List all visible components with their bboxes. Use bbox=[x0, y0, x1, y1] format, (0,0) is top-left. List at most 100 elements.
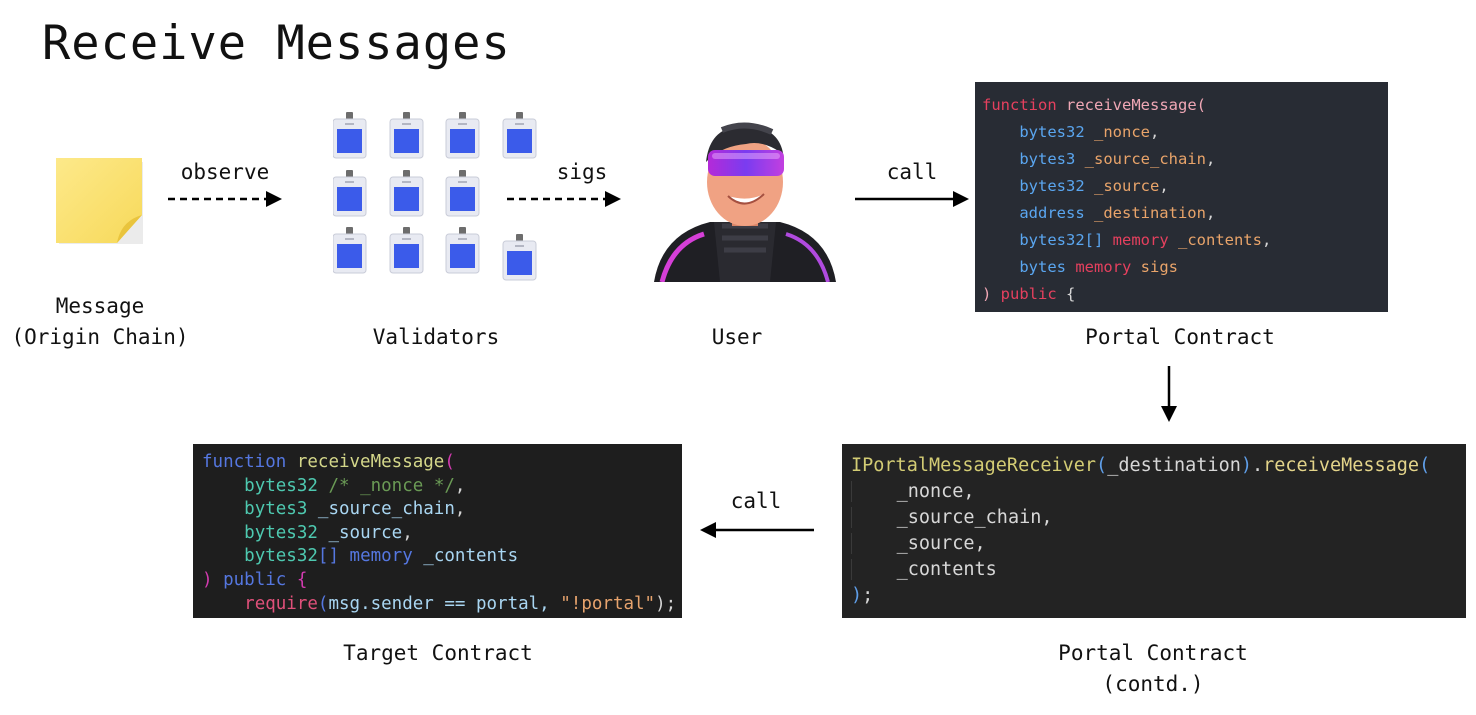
call-edge-label-1: call bbox=[886, 160, 938, 184]
sticky-note-icon bbox=[55, 157, 145, 245]
code-token: , bbox=[1261, 231, 1272, 249]
validators-label: Validators bbox=[372, 325, 500, 349]
code-token: ) bbox=[1240, 455, 1252, 476]
code-line: bytes memory sigs bbox=[982, 254, 1388, 281]
code-token: , bbox=[454, 475, 466, 496]
code-token: ) bbox=[851, 585, 863, 606]
code-line: bytes32 _source, bbox=[982, 173, 1388, 200]
call-arrow-2 bbox=[700, 522, 814, 538]
code-token: memory bbox=[339, 546, 413, 567]
code-token: ( bbox=[1096, 455, 1108, 476]
indent-guide bbox=[851, 507, 852, 528]
code-line: ); bbox=[851, 583, 1466, 609]
code-token: _source_chain bbox=[1075, 150, 1206, 168]
code-line: _nonce, bbox=[851, 479, 1466, 505]
code-line: bytes32[] memory _contents, bbox=[982, 227, 1388, 254]
observe-edge-label: observe bbox=[180, 160, 270, 184]
portal-contract-label: Portal Contract bbox=[1085, 325, 1275, 349]
code-line: bytes3 _source_chain, bbox=[982, 146, 1388, 173]
portal-contract-contd-label: Portal Contract (contd.) bbox=[1058, 641, 1248, 696]
code-token: . bbox=[1251, 455, 1264, 476]
code-token: public bbox=[1000, 285, 1057, 303]
message-label: Message (Origin Chain) bbox=[11, 294, 189, 349]
code-token: sigs bbox=[1131, 258, 1178, 276]
sigs-edge-label: sigs bbox=[556, 160, 608, 184]
code-token: function bbox=[982, 96, 1057, 114]
call-edge-label-2: call bbox=[730, 489, 782, 513]
code-token: ( bbox=[1419, 455, 1431, 476]
call-arrow-1 bbox=[855, 191, 969, 207]
code-token: require bbox=[244, 593, 318, 614]
indent-guide bbox=[851, 559, 852, 580]
code-token: ( bbox=[317, 593, 329, 614]
code-token: /* _nonce */ bbox=[317, 475, 455, 496]
code-token: IPortalMessageReceiver bbox=[851, 455, 1097, 476]
user-label: User bbox=[711, 325, 763, 349]
code-token: { bbox=[286, 569, 308, 590]
code-line: require(msg.sender == portal, "!portal")… bbox=[202, 593, 682, 617]
observe-arrow bbox=[168, 191, 282, 207]
code-token: bytes32 bbox=[1019, 123, 1085, 141]
code-line: bytes32[] memory _contents bbox=[202, 545, 682, 569]
code-token: _source_chain bbox=[307, 499, 455, 520]
portal-contract-contd-code: IPortalMessageReceiver(_destination).rec… bbox=[842, 444, 1466, 618]
down-arrow bbox=[1161, 366, 1177, 422]
code-token: ) bbox=[202, 569, 213, 590]
code-token: bytes32 bbox=[244, 475, 318, 496]
code-token: bytes32[] bbox=[1019, 231, 1104, 249]
code-token: receiveMessage bbox=[286, 452, 445, 472]
code-token: public bbox=[212, 569, 287, 590]
code-line: function receiveMessage( bbox=[982, 92, 1388, 119]
code-line: IPortalMessageReceiver(_destination).rec… bbox=[851, 453, 1466, 479]
code-line: function receiveMessage( bbox=[202, 451, 682, 475]
code-token: _source, bbox=[896, 533, 986, 554]
code-token: ( bbox=[444, 452, 455, 472]
target-contract-label: Target Contract bbox=[343, 641, 533, 665]
code-token: _source bbox=[317, 522, 403, 543]
code-token: , bbox=[1149, 123, 1160, 141]
code-token: _source bbox=[1084, 177, 1160, 195]
code-line: _source, bbox=[851, 531, 1466, 557]
code-token: ; bbox=[862, 585, 874, 606]
code-token: , bbox=[454, 499, 466, 520]
code-line: bytes32 /* _nonce */, bbox=[202, 475, 682, 499]
code-token: memory bbox=[1066, 258, 1132, 276]
indent-guide bbox=[851, 533, 852, 554]
code-token: address bbox=[1019, 204, 1085, 222]
code-token: , bbox=[402, 522, 413, 543]
code-token: bytes32 bbox=[244, 546, 318, 567]
code-line: bytes32 _source, bbox=[202, 522, 682, 546]
code-line: address _destination, bbox=[982, 200, 1388, 227]
target-contract-code: function receiveMessage( bytes32 /* _non… bbox=[193, 444, 682, 618]
code-line: _source_chain, bbox=[851, 505, 1466, 531]
code-token: , bbox=[1159, 177, 1169, 195]
code-line: ) public { bbox=[982, 281, 1388, 308]
code-token: _nonce, bbox=[896, 481, 975, 502]
code-token: ) bbox=[982, 285, 1001, 303]
code-token: _contents bbox=[1168, 231, 1262, 249]
indent-guide bbox=[851, 481, 852, 502]
code-token: _destination bbox=[1107, 455, 1241, 476]
code-token: "!portal" bbox=[560, 593, 656, 614]
portal-contract-code: function receiveMessage( bytes32 _nonce,… bbox=[975, 82, 1388, 312]
code-token: ); bbox=[655, 593, 677, 614]
code-token: bytes32 bbox=[1019, 177, 1085, 195]
code-token: _contents bbox=[896, 559, 997, 580]
code-token: bytes3 bbox=[244, 499, 308, 520]
code-token: bytes32 bbox=[244, 522, 318, 543]
page-title: Receive Messages bbox=[42, 16, 511, 71]
code-token: memory bbox=[1103, 231, 1169, 249]
code-line: ) public { bbox=[202, 569, 682, 593]
code-line: _contents bbox=[851, 557, 1466, 583]
code-token: ( bbox=[1196, 96, 1206, 114]
code-line: bytes32 _nonce, bbox=[982, 119, 1388, 146]
code-token: receiveMessage bbox=[1263, 455, 1420, 476]
code-token: _source_chain, bbox=[896, 507, 1053, 528]
code-token: _destination bbox=[1084, 204, 1206, 222]
code-token: bytes3 bbox=[1019, 150, 1076, 168]
code-token: function bbox=[202, 452, 287, 472]
sigs-arrow bbox=[507, 191, 621, 207]
code-token: msg.sender == portal, bbox=[328, 593, 561, 614]
user-avatar bbox=[652, 122, 838, 283]
code-token: [] bbox=[317, 546, 339, 567]
